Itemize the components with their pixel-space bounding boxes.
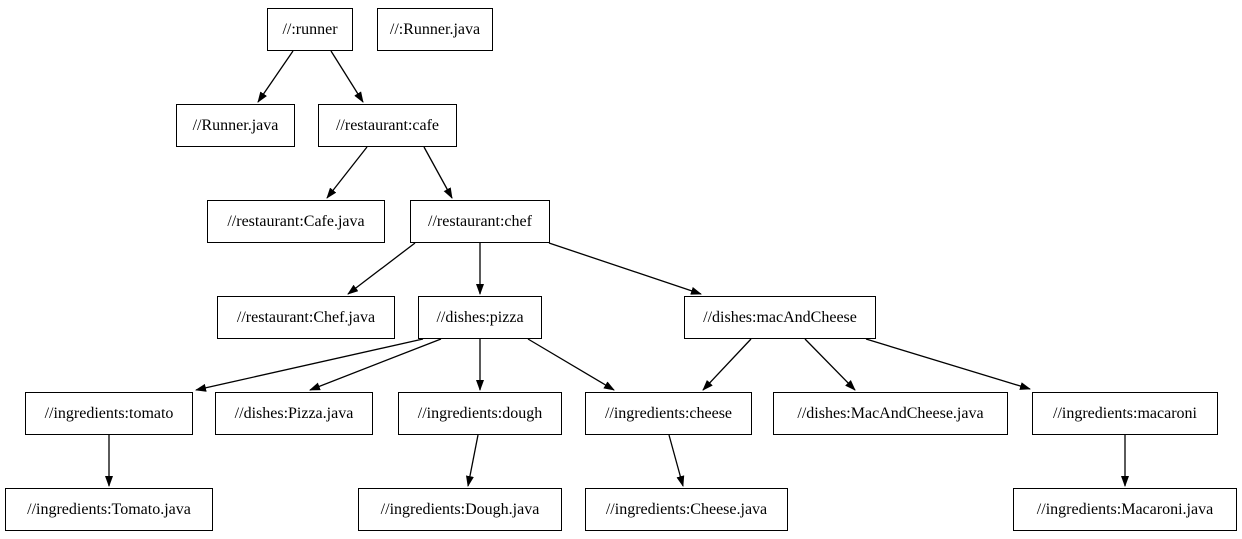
edge-mac-and-cheese-to-mac-and-cheese-java (804, 338, 856, 391)
node-chef-java: //restaurant:Chef.java (217, 296, 395, 339)
edge-cafe-to-chef (423, 146, 453, 199)
edge-runner-to-cafe (330, 50, 364, 103)
edge-runner-to-runner-java (257, 50, 294, 103)
edge-cafe-to-cafe-java (326, 146, 368, 199)
node-cheese-java: //ingredients:Cheese.java (585, 488, 788, 531)
edge-mac-and-cheese-to-cheese (702, 338, 752, 391)
node-runner: //:runner (267, 8, 353, 51)
node-runner-java: //Runner.java (176, 104, 295, 147)
node-macaroni-java: //ingredients:Macaroni.java (1013, 488, 1237, 531)
node-cafe: //restaurant:cafe (318, 104, 457, 147)
node-mac-and-cheese: //dishes:macAndCheese (684, 296, 876, 339)
edge-mac-and-cheese-to-macaroni (865, 338, 1031, 390)
node-tomato-java: //ingredients:Tomato.java (5, 488, 213, 531)
edge-dough-to-dough-java (465, 434, 479, 487)
node-cafe-java: //restaurant:Cafe.java (207, 200, 385, 243)
node-macaroni: //ingredients:macaroni (1032, 392, 1218, 435)
node-runner-java-file: //:Runner.java (377, 8, 493, 51)
edge-chef-to-mac-and-cheese (548, 242, 702, 295)
node-chef: //restaurant:chef (410, 200, 550, 243)
node-pizza: //dishes:pizza (418, 296, 542, 339)
edge-pizza-to-pizza-java (309, 338, 442, 391)
edges-group (105, 50, 1129, 487)
edge-pizza-to-cheese (527, 338, 615, 391)
edge-pizza-to-tomato (195, 338, 424, 392)
node-pizza-java: //dishes:Pizza.java (215, 392, 373, 435)
node-dough: //ingredients:dough (398, 392, 562, 435)
edge-cheese-to-cheese-java (668, 434, 685, 487)
node-tomato: //ingredients:tomato (25, 392, 193, 435)
edge-chef-to-chef-java (347, 242, 416, 295)
node-cheese: //ingredients:cheese (585, 392, 752, 435)
node-mac-and-cheese-java: //dishes:MacAndCheese.java (773, 392, 1008, 435)
node-dough-java: //ingredients:Dough.java (358, 488, 562, 531)
